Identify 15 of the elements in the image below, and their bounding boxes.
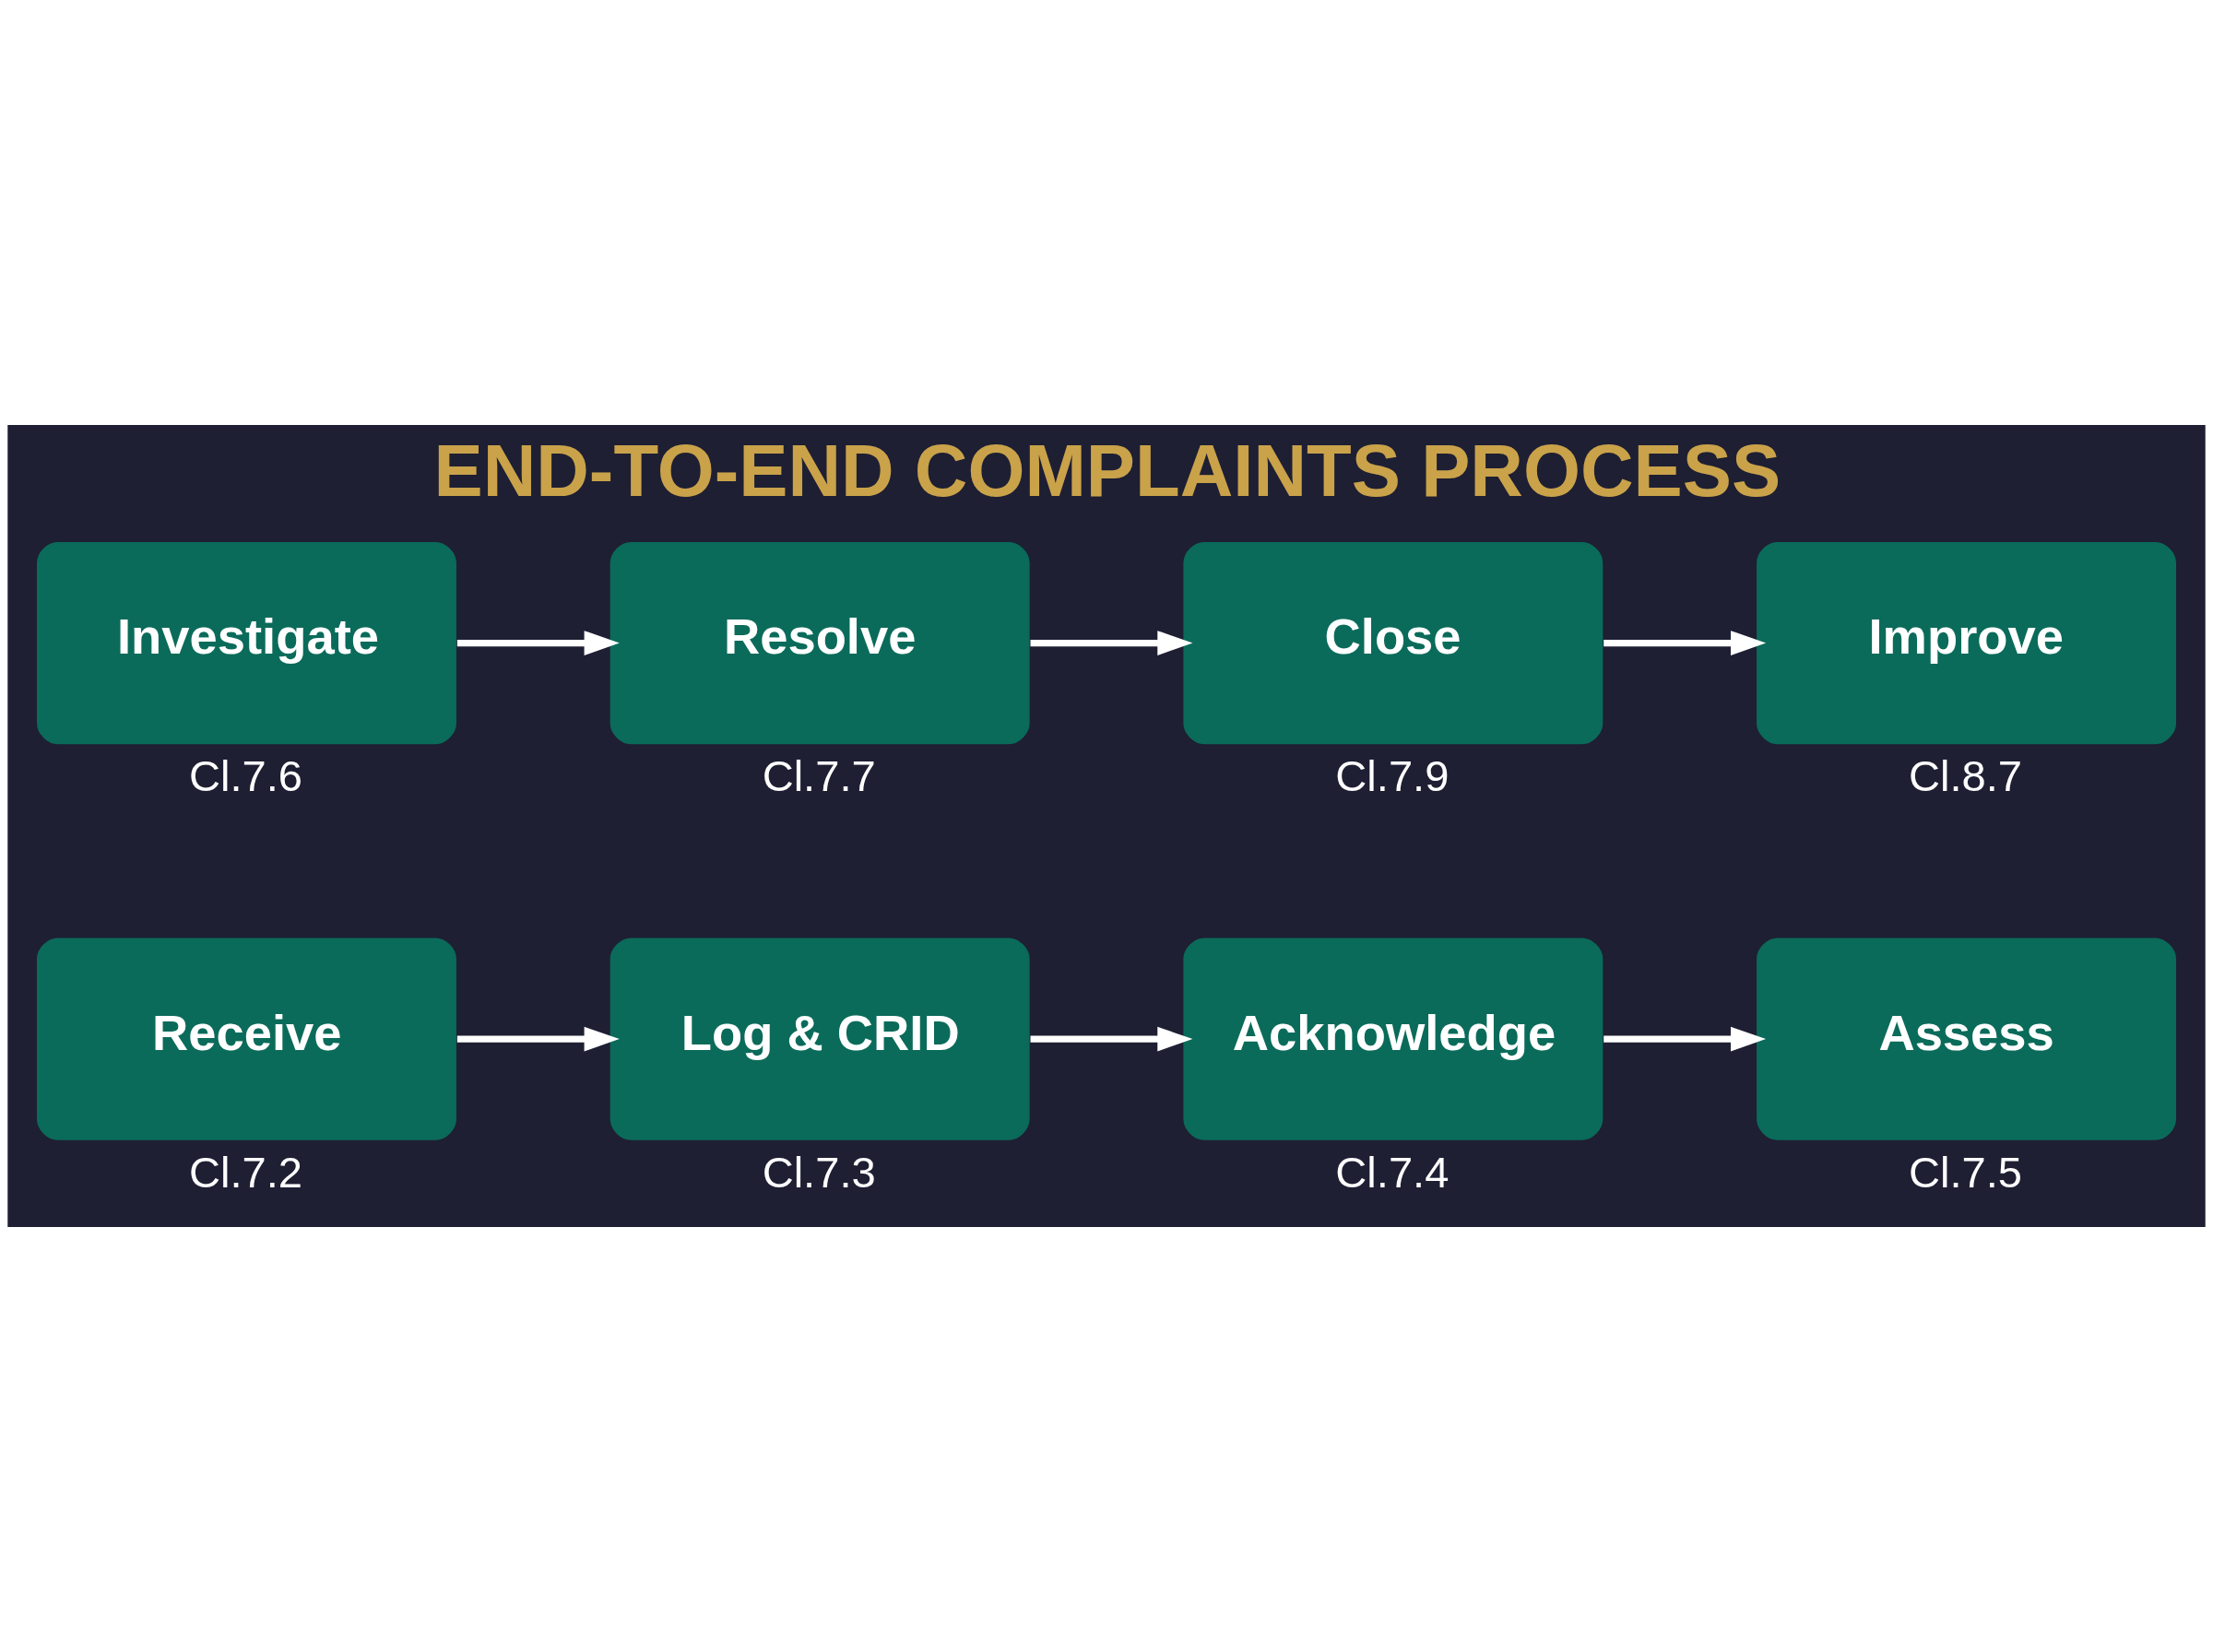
node-label: Cl.7.6 <box>188 751 303 801</box>
node-label: Cl.7.5 <box>1909 1148 2023 1198</box>
arrow <box>456 631 620 655</box>
arrow <box>456 1026 620 1052</box>
arrow <box>1604 1026 1767 1052</box>
node-label: Cl.7.7 <box>762 751 876 801</box>
node-label: Cl.7.9 <box>1335 751 1450 801</box>
diagram-title: END-TO-END COMPLAINTS PROCESS <box>433 429 1781 512</box>
node-label: Cl.8.7 <box>1909 751 2023 801</box>
node-label: Cl.7.2 <box>188 1148 303 1198</box>
arrow <box>1030 1026 1193 1052</box>
node-label: Cl.7.4 <box>1335 1148 1450 1198</box>
arrow <box>1030 631 1193 655</box>
node-label: Cl.7.3 <box>762 1148 876 1198</box>
arrow <box>1604 631 1767 655</box>
